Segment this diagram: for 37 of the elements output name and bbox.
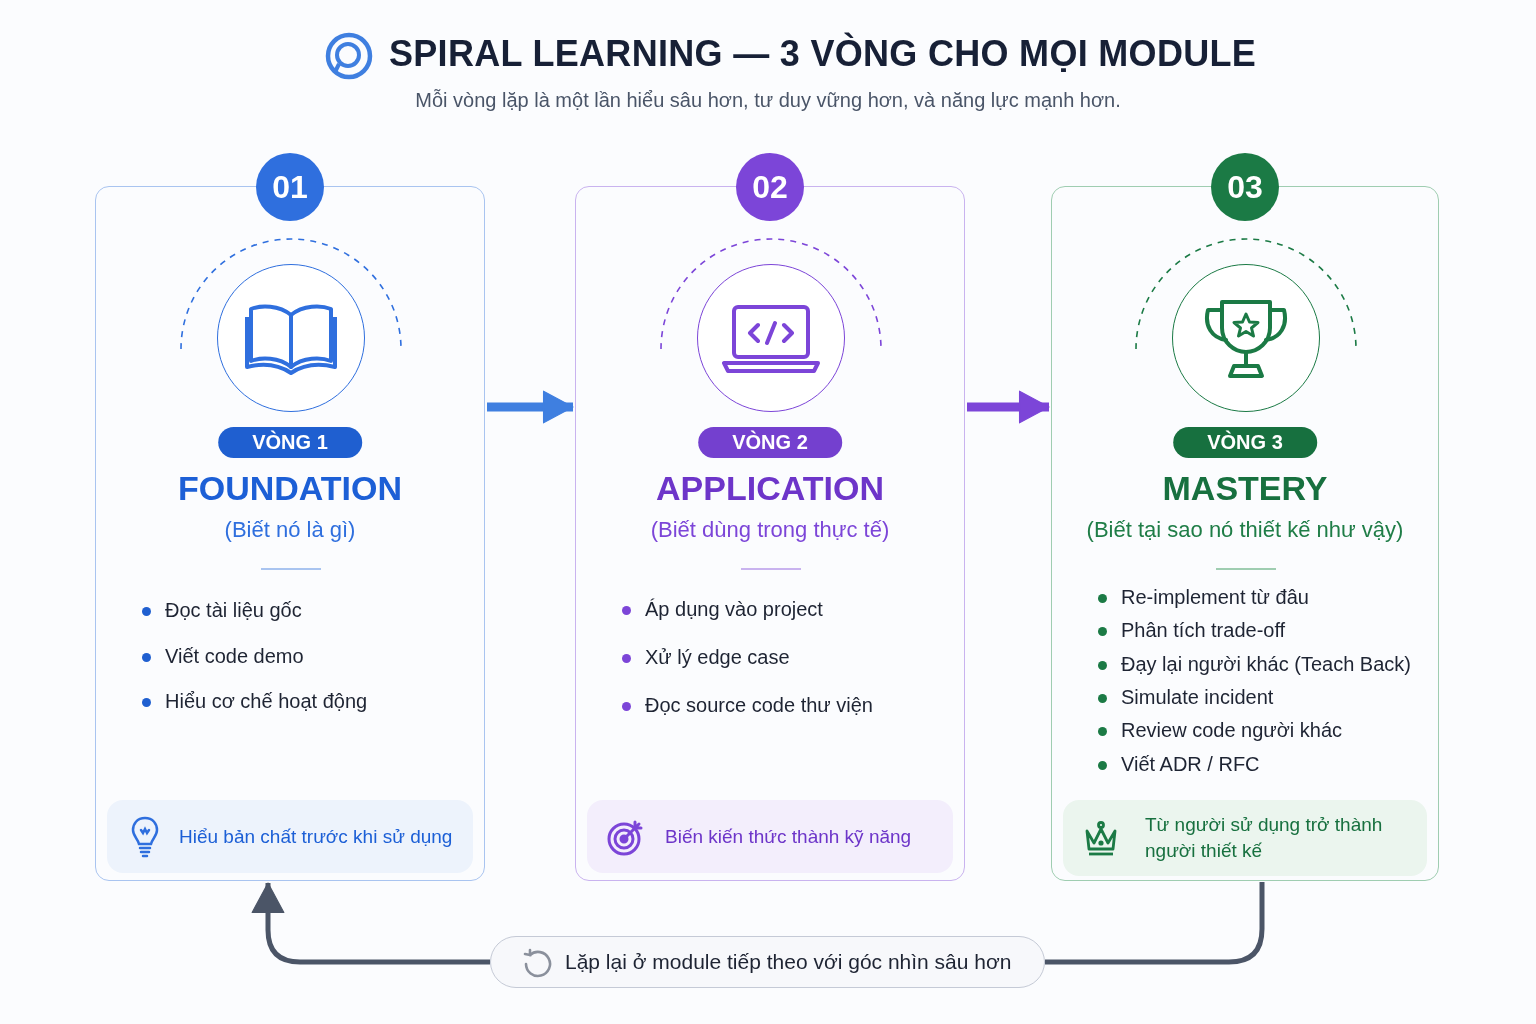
step-number-badge: 03 — [1211, 153, 1279, 221]
step-number-badge: 01 — [256, 153, 324, 221]
list-item: Phân tích trade-off — [1121, 619, 1286, 643]
card-heading: APPLICATION — [656, 469, 884, 508]
step-number-badge: 02 — [736, 153, 804, 221]
list-item: Review code người khác — [1121, 719, 1343, 743]
list-item: Simulate incident — [1121, 685, 1274, 709]
round-tag: VÒNG 2 — [698, 427, 842, 458]
round-tag: VÒNG 3 — [1173, 427, 1317, 458]
round-tag: VÒNG 1 — [218, 427, 362, 458]
list-item: Viết code demo — [165, 644, 304, 668]
note-text: Biến kiến thức thành kỹ năng — [665, 824, 913, 849]
card-subtitle: (Biết tại sao nó thiết kế như vậy) — [1086, 517, 1404, 543]
pill-text: Lặp lại ở module tiếp theo với góc nhìn sâu hơn — [565, 950, 1012, 974]
note-box — [107, 800, 473, 873]
card-heading: MASTERY — [1162, 469, 1328, 508]
arrow — [967, 390, 1050, 424]
note-text: Hiểu bản chất trước khi sử dụng — [179, 824, 454, 849]
list-item: Viết ADR / RFC — [1121, 752, 1260, 776]
card-heading: FOUNDATION — [177, 469, 403, 508]
arrow — [251, 882, 490, 965]
list-item: Đạy lại người khác (Teach Back) — [1121, 652, 1411, 676]
list-item: Hiểu cơ chế hoạt động — [165, 690, 368, 713]
note-box — [587, 800, 953, 873]
note-box — [1063, 800, 1427, 876]
list-item: Re-implement từ đâu — [1121, 586, 1309, 609]
card-subtitle: (Biết nó là gì) — [224, 517, 356, 543]
arrow — [487, 390, 574, 424]
title: SPIRAL LEARNING — 3 VÒNG CHO MỌI MODULE — [389, 33, 1257, 75]
note-text: Từ người sử dụng trở thành người thiết kế — [1145, 813, 1384, 863]
list-item: Đọc tài liệu gốc — [165, 599, 302, 622]
card-subtitle: (Biết dùng trong thực tế) — [650, 517, 890, 543]
list-item: Đọc source code thư viện — [645, 694, 873, 717]
list-item: Áp dụng vào project — [645, 598, 823, 621]
list-item: Xử lý edge case — [645, 646, 790, 669]
subtitle: Mỗi vòng lặp là một lần hiểu sâu hơn, tư duy vững hơn, và năng lực mạnh hơn. — [415, 89, 1121, 112]
loop-pill — [490, 936, 1045, 988]
